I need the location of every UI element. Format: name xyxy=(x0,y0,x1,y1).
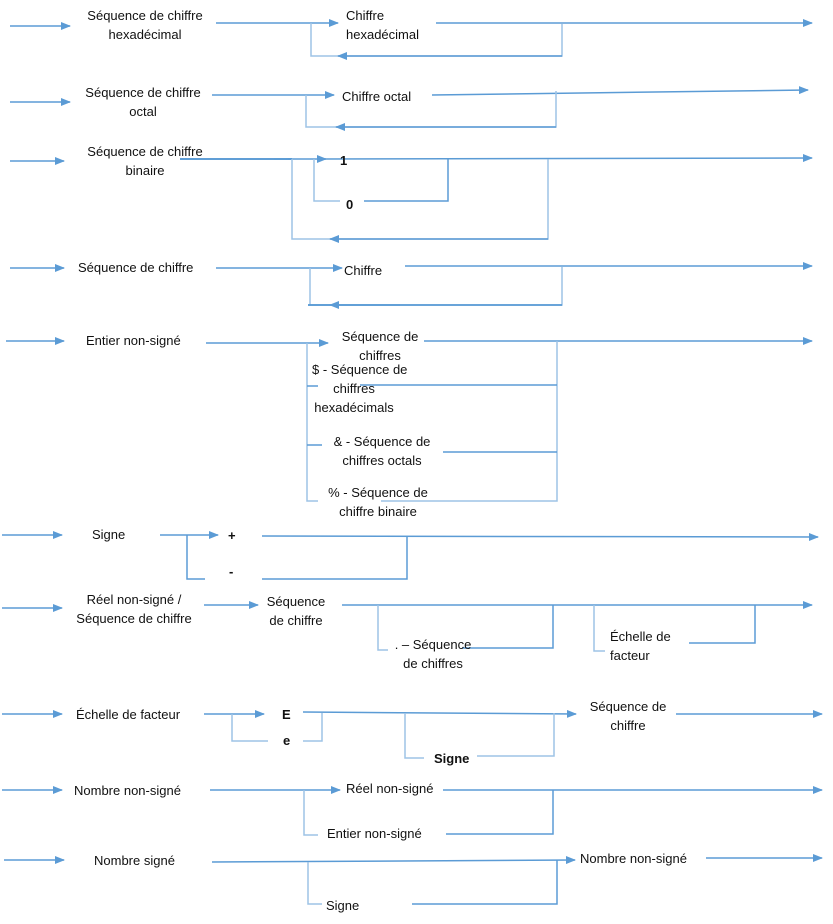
echelle-out xyxy=(689,605,756,644)
exit-arrow xyxy=(323,154,813,163)
text-line: Échelle de xyxy=(610,629,671,644)
label-entier-title: Entier non-signé xyxy=(86,333,181,348)
branch-entier-out xyxy=(446,790,554,835)
label-echelle-title: Échelle de facteur xyxy=(76,707,181,722)
branch-e-out xyxy=(303,713,323,742)
entier-option-binaire: % - Séquence de chiffre binaire xyxy=(316,483,440,521)
label-plus: + xyxy=(228,528,236,543)
branch-left-rail xyxy=(306,343,318,502)
diagram-octal-lines xyxy=(10,86,809,131)
text-line: chiffre binaire xyxy=(339,504,417,519)
text-line: Séquence de xyxy=(589,699,667,714)
entier-option-octal: & - Séquence de chiffres octals xyxy=(322,432,442,470)
echelle-in xyxy=(593,605,605,652)
label-e: e xyxy=(283,733,291,748)
text-line: & - Séquence de xyxy=(333,434,431,449)
text-line: chiffres octals xyxy=(342,453,422,468)
label-chiffre-title: Séquence de chiffre xyxy=(78,260,194,275)
branch-entier-in xyxy=(303,790,318,836)
text-line: . – Séquence xyxy=(394,637,472,652)
text-line: Chiffre xyxy=(346,8,385,23)
branch-zero-in xyxy=(313,159,340,202)
diagram-reel-lines xyxy=(2,601,813,652)
label-octal-title: Séquence de chiffre octal xyxy=(74,83,212,121)
label-minus: - xyxy=(229,564,234,579)
text-line: Séquence de chiffre xyxy=(87,8,203,23)
label-binaire-title: Séquence de chiffre binaire xyxy=(70,142,220,180)
branch-signe-in xyxy=(307,862,322,905)
label-bit-one: 1 xyxy=(340,153,348,168)
text-line: % - Séquence de xyxy=(328,485,428,500)
branch-right-rail xyxy=(381,341,558,502)
flow-arrow-seq xyxy=(302,709,577,718)
text-line: chiffres xyxy=(359,348,401,363)
diagram-binaire-lines xyxy=(10,154,813,243)
text-line: Séquence de chiffre xyxy=(76,611,192,626)
branch-signe-out xyxy=(412,860,558,905)
text-line: Séquence de chiffre xyxy=(85,85,201,100)
text-line: Séquence de chiffre xyxy=(87,144,203,159)
label-reel-title: Réel non-signé / Séquence de chiffre xyxy=(64,590,204,628)
text-line: chiffre xyxy=(610,718,646,733)
text-line: hexadécimal xyxy=(108,27,182,42)
text-line: binaire xyxy=(125,163,165,178)
text-line: $ - Séquence de xyxy=(312,362,408,377)
label-entier-non-signe: Entier non-signé xyxy=(327,826,422,841)
diagram-entier-lines xyxy=(6,337,813,502)
label-signe-title: Signe xyxy=(92,527,126,542)
label-chiffre: Chiffre xyxy=(344,263,383,278)
branch-minus-in xyxy=(186,535,205,580)
text-line: hexadécimals xyxy=(314,400,394,415)
label-chiffre-hexa: Chiffre hexadécimal xyxy=(346,6,419,44)
label-E: E xyxy=(282,707,291,722)
diagram-echelle-lines xyxy=(2,709,823,759)
text-line: de chiffre xyxy=(269,613,323,628)
exit-arrow xyxy=(261,532,819,541)
text-line: octal xyxy=(129,104,157,119)
label-echelle-signe: Signe xyxy=(434,751,470,766)
label-reel-echelle: Échelle de facteur xyxy=(610,627,671,665)
text-line: chiffres xyxy=(333,381,375,396)
branch-signe-out xyxy=(477,713,555,757)
loop-line xyxy=(291,159,549,240)
diagram-nombre-s-lines xyxy=(4,854,823,905)
branch-signe-in xyxy=(404,713,424,759)
branch-zero-out xyxy=(364,159,449,202)
text-line: Séquence de xyxy=(341,329,419,344)
text-line: hexadécimal xyxy=(346,27,419,42)
label-nombre-ns-title: Nombre non-signé xyxy=(74,783,181,798)
label-reel-fraction: . – Séquence de chiffres xyxy=(392,635,474,673)
diagram-hexa-lines xyxy=(10,19,813,60)
label-reel-sequence: Séquence de chiffre xyxy=(262,592,330,630)
label-hexa-title: Séquence de chiffre hexadécimal xyxy=(74,6,216,44)
text-line: Séquence xyxy=(266,594,326,609)
entier-option-hexa: $ - Séquence de chiffres hexadécimals xyxy=(312,360,408,417)
diagram-signe-lines xyxy=(2,531,819,580)
label-bit-zero: 0 xyxy=(346,197,354,212)
text-line: Réel non-signé / xyxy=(86,592,182,607)
exit-arrow xyxy=(431,86,809,96)
flow-arrow xyxy=(211,856,576,865)
text-line: facteur xyxy=(610,648,650,663)
label-nombre-non-signe: Nombre non-signé xyxy=(580,851,687,866)
label-chiffre-octal: Chiffre octal xyxy=(342,89,412,104)
text-line: de chiffres xyxy=(403,656,463,671)
branch-minus-out xyxy=(262,536,408,580)
label-nombre-s-title: Nombre signé xyxy=(94,853,175,868)
entier-option-sequence: Séquence de chiffres xyxy=(330,327,430,365)
diagram-chiffre-lines xyxy=(10,262,813,309)
label-reel-non-signe: Réel non-signé xyxy=(346,781,434,796)
label-echelle-sequence: Séquence de chiffre xyxy=(582,697,674,735)
diagram-nombre-ns-lines xyxy=(2,786,823,836)
frac-in xyxy=(377,605,388,651)
branch-e-in xyxy=(231,714,268,742)
frac-out xyxy=(462,605,554,649)
label-nombre-s-signe: Signe xyxy=(326,898,360,913)
